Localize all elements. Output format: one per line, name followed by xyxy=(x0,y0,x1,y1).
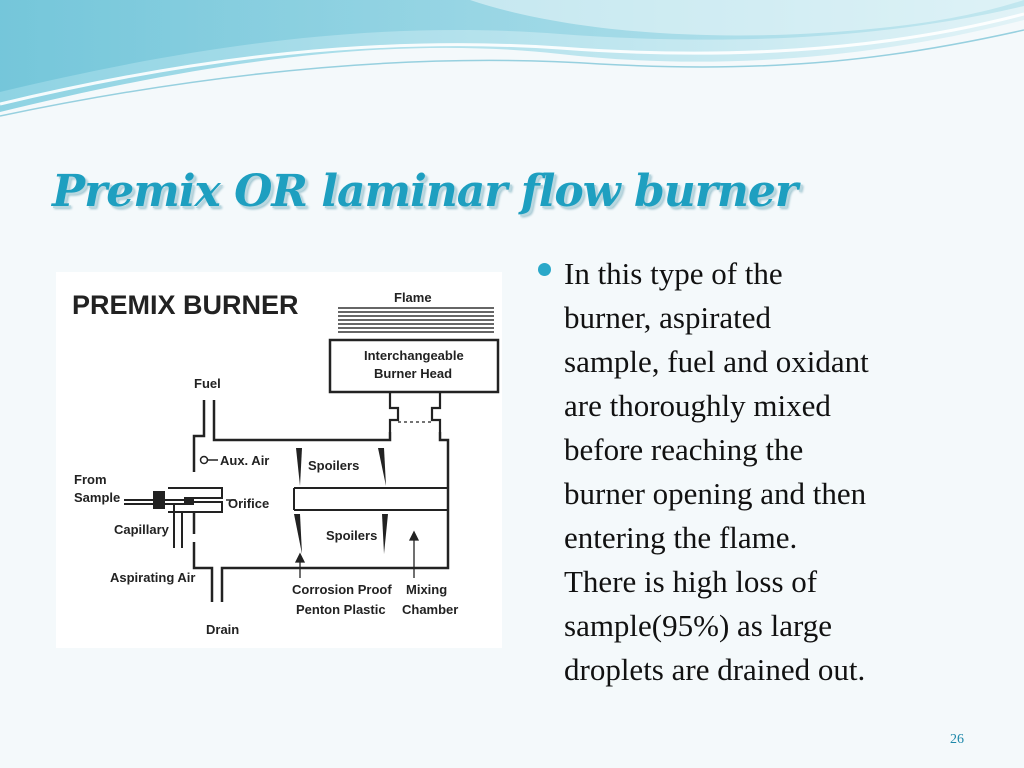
orifice-label: Orifice xyxy=(228,496,269,511)
header-wave-decoration xyxy=(0,0,1024,117)
bullet-line-6: burner opening and then xyxy=(564,476,867,511)
bullet-text: In this type of the burner, aspirated sa… xyxy=(564,252,978,692)
bullet-list: In this type of the burner, aspirated sa… xyxy=(538,252,978,692)
aspirating-air-label: Aspirating Air xyxy=(110,570,195,585)
bullet-dot-icon xyxy=(538,263,551,276)
mixing-label-2: Chamber xyxy=(402,602,458,617)
inner-channel xyxy=(293,487,448,511)
bullet-line-10: droplets are drained out. xyxy=(564,652,866,687)
premix-burner-diagram: PREMIX BURNER Flame Interchangeable Burn… xyxy=(56,272,502,648)
corrosion-label-1: Corrosion Proof xyxy=(292,582,392,597)
sample-label: Sample xyxy=(74,490,120,505)
mixing-label-1: Mixing xyxy=(406,582,447,597)
nebulizer xyxy=(124,487,236,548)
slide-title: Premix OR laminar flow burner xyxy=(52,166,798,217)
burner-neck xyxy=(388,392,442,432)
bullet-line-5: before reaching the xyxy=(564,432,804,467)
callout-arrows xyxy=(294,530,420,578)
fuel-label: Fuel xyxy=(194,376,221,391)
spoiler-lower xyxy=(294,514,388,554)
from-label: From xyxy=(74,472,107,487)
flame-lines xyxy=(338,307,494,333)
bullet-line-7: entering the flame. xyxy=(564,520,798,555)
bullet-line-3: sample, fuel and oxidant xyxy=(564,344,869,379)
burner-head xyxy=(328,338,500,394)
bullet-line-2: burner, aspirated xyxy=(564,300,772,335)
bullet-line-8: There is high loss of xyxy=(564,564,818,599)
capillary-label: Capillary xyxy=(114,522,170,537)
burner-head-label-2: Burner Head xyxy=(374,366,452,381)
page-number: 26 xyxy=(950,732,964,747)
aux-air-label: Aux. Air xyxy=(220,453,269,468)
mixing-chamber-body xyxy=(192,400,450,602)
spoilers-top-label: Spoilers xyxy=(308,458,359,473)
spoiler-upper xyxy=(296,448,386,486)
spoilers-bottom-label: Spoilers xyxy=(326,528,377,543)
bullet-item: In this type of the burner, aspirated sa… xyxy=(538,252,978,692)
bullet-line-9: sample(95%) as large xyxy=(564,608,832,643)
burner-head-label-1: Interchangeable xyxy=(364,348,464,363)
diagram-heading: PREMIX BURNER xyxy=(72,290,299,320)
bullet-line-4: are thoroughly mixed xyxy=(564,388,831,423)
corrosion-label-2: Penton Plastic xyxy=(296,602,386,617)
aux-air-inlet xyxy=(199,455,218,465)
burner-schematic: PREMIX BURNER Flame Interchangeable Burn… xyxy=(72,290,500,637)
bullet-line-1: In this type of the xyxy=(564,256,783,291)
drain-label: Drain xyxy=(206,622,239,637)
flame-label: Flame xyxy=(394,290,432,305)
